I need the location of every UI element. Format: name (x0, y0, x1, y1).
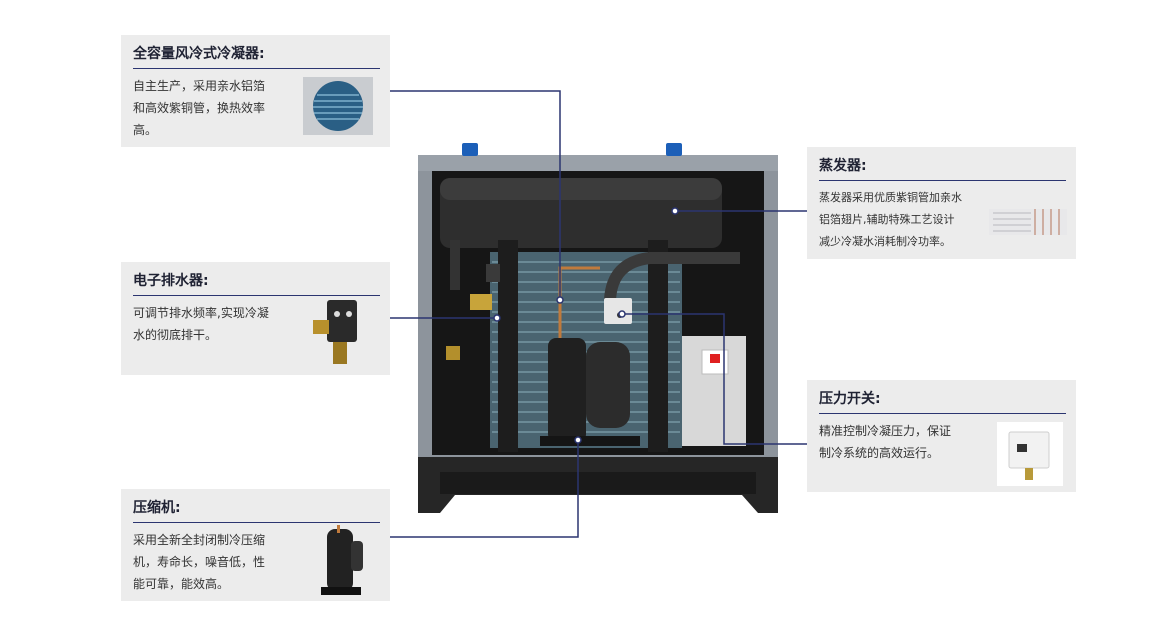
callout-description: 自主生产，采用亲水铝箔 和高效紫铜管，换热效率 高。 (133, 79, 266, 137)
callout-description: 可调节排水频率,实现冷凝 水的彻底排干。 (133, 306, 269, 342)
callout-divider (133, 68, 380, 69)
callout-divider (819, 180, 1066, 181)
inlet-outlet-caps (462, 143, 682, 156)
pressure-switch-thumbnail-image (997, 422, 1063, 486)
callout-compressor: 压缩机: 采用全新全封闭制冷压缩 机，寿命长，噪音低，性 能可靠，能效高。 (121, 489, 390, 601)
callout-title: 全容量风冷式冷凝器: (133, 46, 265, 62)
machine-base (418, 455, 778, 513)
callout-title: 压缩机: (133, 500, 181, 516)
callout-description: 采用全新全封闭制冷压缩 机，寿命长，噪音低，性 能可靠，能效高。 (133, 533, 266, 591)
callout-divider (133, 295, 380, 296)
evaporator-thumbnail-image (989, 209, 1067, 235)
callout-title: 蒸发器: (819, 158, 867, 174)
leader-dots (493, 207, 679, 444)
callout-description: 精准控制冷凝压力，保证 制冷系统的高效运行。 (819, 424, 952, 460)
drain-valve-unit (446, 264, 500, 360)
pressure-switch-unit (604, 298, 632, 324)
callout-title: 压力开关: (819, 391, 881, 407)
callout-evaporator: 蒸发器: 蒸发器采用优质紫铜管加亲水 铝箔翅片,辅助特殊工艺设计 减少冷凝水消耗… (807, 147, 1076, 259)
callout-condenser: 全容量风冷式冷凝器: 自主生产，采用亲水铝箔 和高效紫铜管，换热效率 高。 (121, 35, 390, 147)
support-posts (498, 240, 668, 452)
leader-lines (390, 90, 808, 538)
callout-title: 电子排水器: (133, 273, 209, 289)
condenser-thumbnail-image (303, 77, 373, 135)
callout-divider (133, 522, 380, 523)
compressor-thumbnail-image (321, 525, 363, 595)
compressor-unit (540, 338, 640, 446)
callout-electronic-drain: 电子排水器: 可调节排水频率,实现冷凝 水的彻底排干。 (121, 262, 390, 375)
evaporator-tank (440, 178, 722, 248)
callout-description: 蒸发器采用优质紫铜管加亲水 铝箔翅片,辅助特殊工艺设计 减少冷凝水消耗制冷功率。 (819, 191, 962, 248)
electrical-box (682, 336, 746, 446)
callout-pressure-switch: 压力开关: 精准控制冷凝压力，保证 制冷系统的高效运行。 (807, 380, 1076, 492)
drain-thumbnail-image (313, 300, 357, 364)
callout-divider (819, 413, 1066, 414)
